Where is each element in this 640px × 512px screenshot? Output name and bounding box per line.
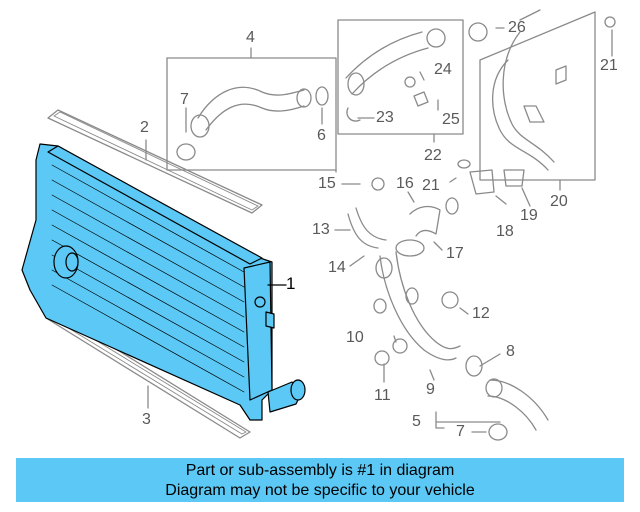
callout-10: 10 [346,329,364,346]
upper-mounting-strip [47,109,263,214]
intercooler-part-1 [21,143,306,421]
callout-5: 5 [412,413,421,430]
callout-24: 24 [434,61,452,78]
callout-14: 14 [328,259,346,276]
callout-21-middle: 21 [422,177,440,194]
callout-13: 13 [312,221,330,238]
callout-21-right: 21 [600,57,618,74]
group-box-4 [166,47,337,173]
vacuum-hose-20 [491,9,616,171]
callout-9: 9 [426,381,435,398]
callout-8: 8 [506,343,515,360]
diagram-drawing [21,9,616,441]
charge-air-hose-4 [176,86,329,161]
parts-diagram: 1 2 3 4 5 6 7 7 8 9 10 11 12 13 14 15 16… [21,9,618,441]
banner-line-disclaimer: Diagram may not be specific to your vehi… [165,482,475,499]
callout-7-top: 7 [180,91,189,108]
callout-3: 3 [142,411,151,428]
hose-assembly-22 [345,22,488,122]
callout-4: 4 [246,29,255,46]
leader-lines [185,27,613,433]
callout-12: 12 [472,305,490,322]
callout-15: 15 [318,175,336,192]
group-box-22 [337,19,464,143]
callout-25: 25 [442,111,460,128]
callout-18: 18 [496,223,514,240]
callout-17: 17 [446,245,464,262]
callout-11: 11 [374,387,391,404]
callout-19: 19 [520,207,538,224]
callout-7-bottom: 7 [456,423,465,440]
callout-20: 20 [550,193,568,210]
callout-1[interactable]: 1 [286,274,296,293]
callout-22: 22 [424,147,442,164]
info-banner: Part or sub-assembly is #1 in diagram Di… [16,458,624,502]
intake-pipe-assembly [347,159,549,441]
group-box-20 [479,11,596,191]
callout-23: 23 [376,109,394,126]
callout-6: 6 [317,127,326,144]
callout-2: 2 [140,119,149,136]
banner-line-part-info: Part or sub-assembly is #1 in diagram [185,462,455,479]
callout-26: 26 [508,19,526,36]
callout-16: 16 [396,175,414,192]
